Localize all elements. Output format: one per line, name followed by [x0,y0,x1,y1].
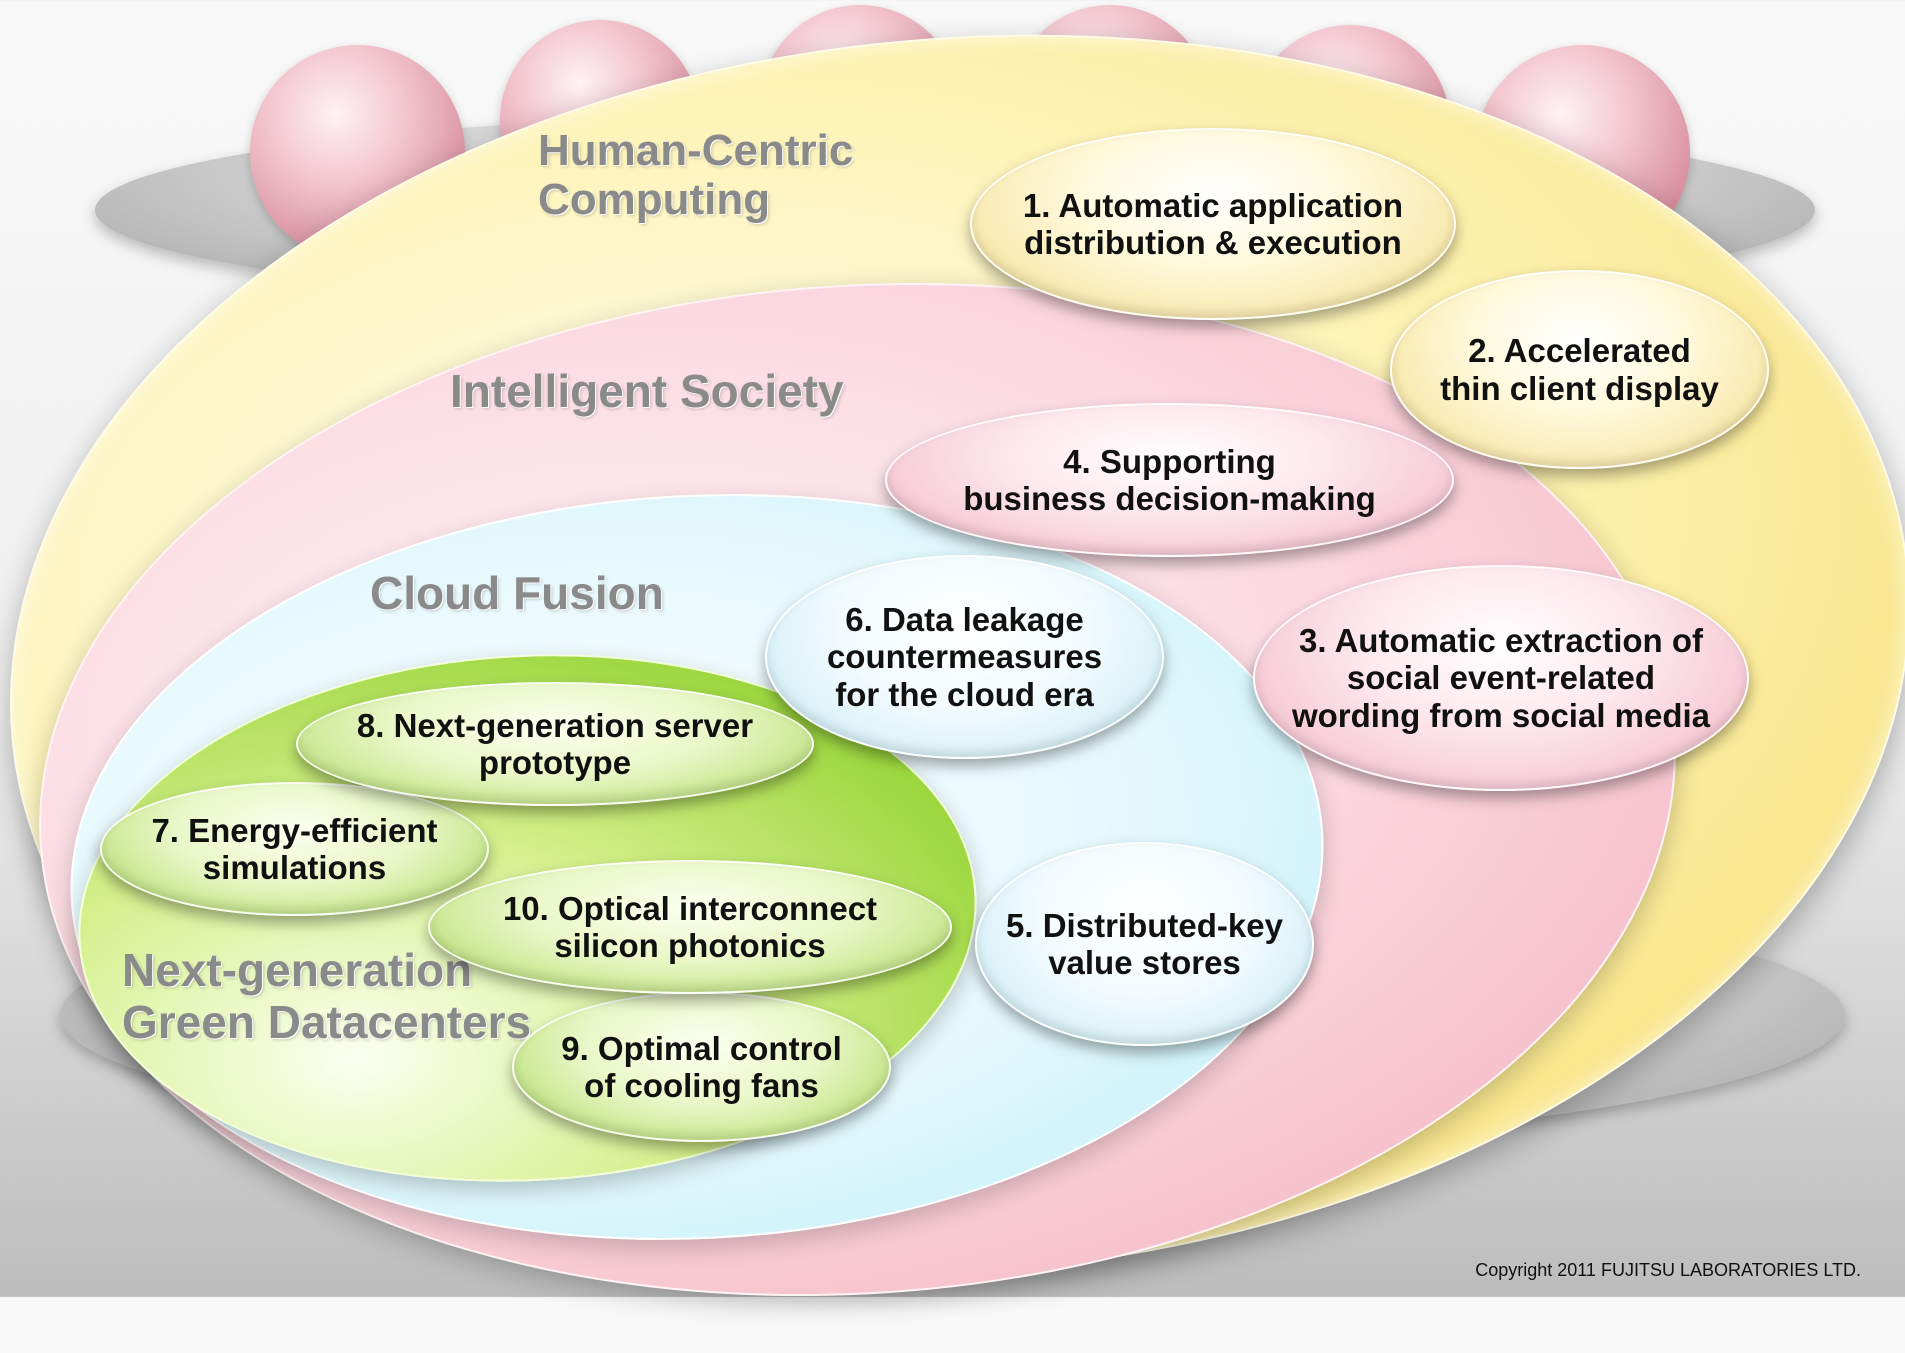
item-optical-interconnect-silicon-photonics: 10. Optical interconnect silicon photoni… [428,860,952,994]
item-next-generation-server-prototype: 8. Next-generation server prototype [296,682,814,806]
label-cloud-fusion: Cloud Fusion [370,567,664,619]
label-human-centric-computing: Human-Centric Computing [538,126,854,225]
item-accelerated-thin-client-display: 2. Accelerated thin client display [1390,270,1769,469]
item-automatic-extraction-social-media: 3. Automatic extraction of social event-… [1253,565,1749,791]
item-energy-efficient-simulations: 7. Energy-efficient simulations [100,782,489,916]
item-data-leakage-countermeasures: 6. Data leakage countermeasures for the … [765,555,1164,759]
item-automatic-application-distribution: 1. Automatic application distribution & … [970,128,1456,320]
label-intelligent-society: Intelligent Society [450,365,844,417]
item-distributed-key-value-stores: 5. Distributed-key value stores [975,842,1314,1046]
item-optimal-control-cooling-fans: 9. Optimal control of cooling fans [512,992,891,1142]
item-supporting-business-decision-making: 4. Supporting business decision-making [885,403,1454,557]
label-green-datacenters: Next-generation Green Datacenters [122,944,532,1048]
copyright-notice: Copyright 2011 FUJITSU LABORATORIES LTD. [1475,1260,1861,1280]
